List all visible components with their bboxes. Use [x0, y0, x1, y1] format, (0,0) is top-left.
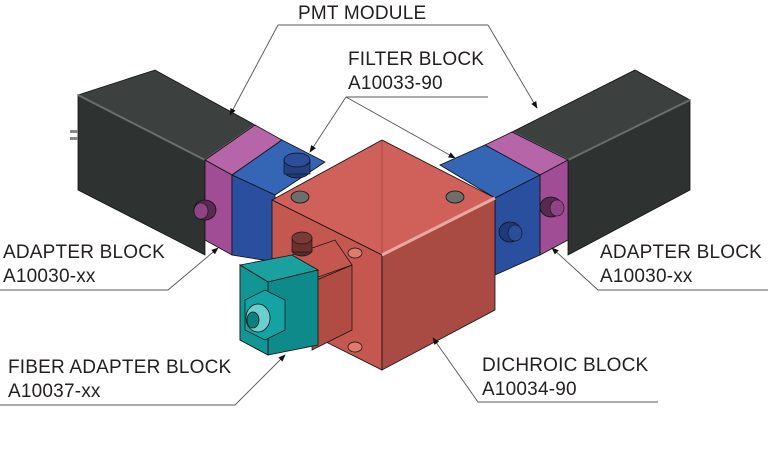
filter-block-left — [231, 139, 326, 263]
filter-block-right — [439, 144, 541, 276]
adapter-block-right — [484, 131, 569, 256]
label-adapter-right-part: A10030-xx — [600, 266, 693, 287]
leader-filter-right — [345, 96, 456, 159]
leader-adapter-left — [0, 247, 219, 291]
leader-pmt-right — [487, 24, 538, 109]
leader-adapter-right — [551, 247, 768, 291]
leader-dichroic — [432, 337, 658, 403]
fiber-adapter-block — [238, 231, 353, 356]
label-filter-block-part: A10033-90 — [348, 73, 443, 94]
label-fiber-adapter-name: FIBER ADAPTER BLOCK — [8, 357, 232, 378]
label-dichroic-name: DICHROIC BLOCK — [482, 355, 649, 376]
label-filter-block-name: FILTER BLOCK — [348, 49, 485, 70]
label-adapter-right-name: ADAPTER BLOCK — [600, 242, 763, 263]
label-pmt-module: PMT MODULE — [298, 3, 427, 24]
leader-lines — [0, 24, 768, 406]
leader-fiber — [0, 354, 286, 406]
leader-filter-left — [309, 96, 347, 153]
label-fiber-adapter-part: A10037-xx — [8, 381, 101, 402]
label-adapter-left-part: A10030-xx — [3, 266, 96, 287]
label-adapter-left-name: ADAPTER BLOCK — [3, 242, 166, 263]
leader-pmt-left — [229, 24, 279, 116]
label-dichroic-part: A10034-90 — [482, 379, 577, 400]
